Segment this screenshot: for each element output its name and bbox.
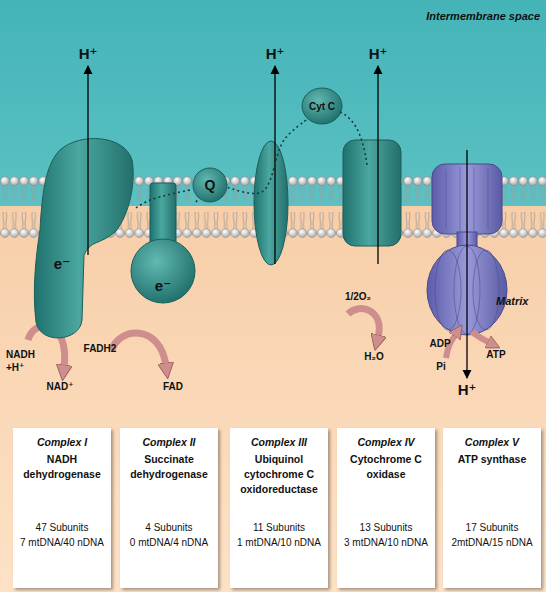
cytochrome-c-circle: Cyt C <box>301 87 343 125</box>
complex-ii-protein: e⁻ <box>130 180 196 304</box>
complex-name: Ubiquinol cytochrome C oxidoreductase <box>234 452 324 497</box>
subunit-count: 11 Subunits <box>232 521 326 534</box>
product-label: NAD⁺ <box>38 381 82 393</box>
protein-outline <box>131 239 195 303</box>
subunit-count: 17 Subunits <box>445 521 539 534</box>
complex-iv-protein <box>343 140 401 246</box>
atp-synthase-f1 <box>427 245 507 335</box>
dna-origin: 1 mtDNA/10 nDNA <box>230 536 328 549</box>
shape-outline <box>32 130 136 345</box>
complex-info-box: Complex I NADH dehydrogenase 47 Subunits 7 … <box>13 428 111 588</box>
electron-path <box>136 189 193 208</box>
substrate-label: Pi <box>429 361 453 373</box>
c-ring-band <box>446 169 447 229</box>
subunit-count: 47 Subunits <box>15 521 109 534</box>
product-label: H₂O <box>354 351 394 363</box>
complex-heading: Complex II <box>124 436 214 449</box>
dna-origin: 0 mtDNA/4 nDNA <box>120 536 218 549</box>
ubiquinone-label: Q <box>192 167 228 203</box>
complex-name: ATP synthase <box>447 452 537 467</box>
region-label: Intermembrane space <box>420 10 540 23</box>
carrier-outline <box>302 88 342 124</box>
c-ring-band <box>488 169 489 229</box>
product-label: ATP <box>478 349 514 361</box>
reaction-arrow <box>348 309 379 338</box>
region-label: Matrix <box>496 295 544 308</box>
proton-arrow <box>466 150 467 378</box>
proton-label: H⁺ <box>449 381 485 399</box>
complex-info-box: Complex II Succinate dehydrogenase 4 Subun… <box>120 428 218 588</box>
complex-name: Cytochrome C oxidase <box>341 452 431 482</box>
complex-iii-protein <box>254 141 288 265</box>
substrate-label: ADP <box>423 338 457 350</box>
subunit-count: 4 Subunits <box>122 521 216 534</box>
cytochrome-c-label: Cyt C <box>301 87 343 125</box>
substrate-label: NADH +H⁺ <box>6 348 40 374</box>
atp-synthase-stalk <box>457 232 477 252</box>
atp-synthase-fo <box>432 164 502 234</box>
proton-arrow <box>87 66 88 255</box>
dna-origin: 3 mtDNA/10 nDNA <box>337 536 435 549</box>
ubiquinone-circle: Q <box>192 167 228 203</box>
product-label: FAD <box>153 381 193 393</box>
proton-arrow <box>377 66 378 264</box>
complex-heading: Complex IV <box>341 436 431 449</box>
complex-info-box: Complex III Ubiquinol cytochrome C oxidor… <box>230 428 328 588</box>
electron-path <box>228 119 307 193</box>
complex-info-box: Complex V ATP synthase 17 Subunits 2mtDNA/1… <box>443 428 541 588</box>
protein-outline <box>150 183 176 245</box>
complex-heading: Complex I <box>17 436 107 449</box>
complex-info-box: Complex IV Cytochrome C oxidase 13 Subunit… <box>337 428 435 588</box>
protein-outline <box>34 139 133 338</box>
proton-label: H⁺ <box>257 45 293 63</box>
proton-arrow <box>274 66 275 264</box>
c-ring-band <box>474 167 475 231</box>
electron-path <box>340 112 367 165</box>
proton-label: H⁺ <box>360 45 396 63</box>
reaction-arrow <box>112 333 166 366</box>
complex-name: Succinate dehydrogenase <box>124 452 214 482</box>
f1-subunit <box>473 250 499 330</box>
complex-heading: Complex V <box>447 436 537 449</box>
electron-label: e⁻ <box>44 254 80 273</box>
substrate-label: 1/2O₂ <box>336 291 380 303</box>
complex-name: NADH dehydrogenase <box>17 452 107 482</box>
subunit-count: 13 Subunits <box>339 521 433 534</box>
c-ring-band <box>460 167 461 231</box>
carrier-outline <box>193 168 227 202</box>
dna-origin: 7 mtDNA/40 nDNA <box>13 536 111 549</box>
complex-heading: Complex III <box>234 436 324 449</box>
f1-subunit <box>435 250 461 330</box>
dna-origin: 2mtDNA/15 nDNA <box>443 536 541 549</box>
electron-label: e⁻ <box>145 276 181 295</box>
reaction-arrow <box>472 332 490 343</box>
f1-subunit <box>454 246 480 334</box>
proton-label: H⁺ <box>70 45 106 63</box>
electron-path <box>196 199 199 202</box>
complex-i-protein: e⁻ <box>32 130 136 345</box>
substrate-label: FADH2 <box>78 343 122 355</box>
